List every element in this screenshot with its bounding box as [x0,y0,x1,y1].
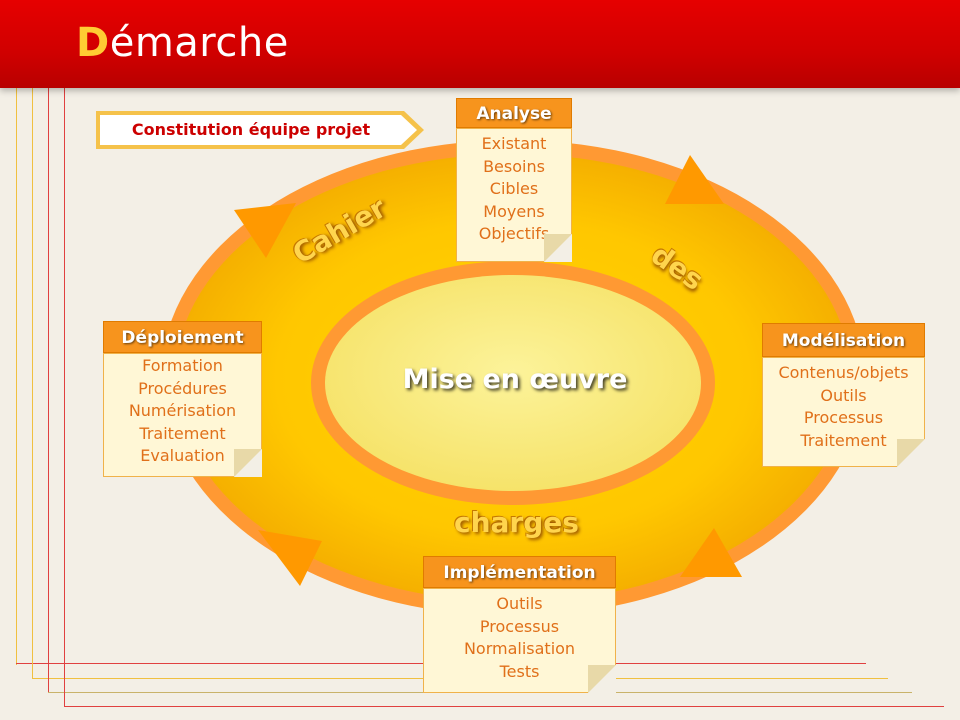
list-item: Outils [496,594,543,613]
page-fold-icon [588,665,616,693]
list-item: Traitement [139,423,226,443]
cycle-arrow-top-left-icon [234,203,296,258]
list-item: Procédures [138,378,227,398]
list-item: Moyens [483,201,545,221]
page-fold-icon [234,449,262,477]
analyse-box-body: Existant Besoins Cibles Moyens Objectifs [456,128,572,262]
title-first-letter: D [76,20,110,66]
banner-arrow-shape [96,111,424,149]
cycle-arrow-bottom-left-icon [258,530,322,586]
modelisation-box-body: Contenus/objets Outils Processus Traitem… [762,357,925,467]
implementation-box-body: Outils Processus Normalisation Tests [423,588,616,693]
cycle-arrow-bottom-right-icon [680,528,742,577]
list-item: Existant [481,134,547,153]
deploiement-box-header: Déploiement [103,321,262,353]
team-banner: Constitution équipe projet [96,111,424,149]
list-item: Processus [479,616,560,636]
analyse-box-header: Analyse [456,98,572,128]
list-item: Numérisation [128,401,237,420]
ring-word-charges: charges [454,506,579,539]
list-item: Contenus/objets [778,363,909,382]
list-item: Traitement [800,430,887,450]
list-item: Besoins [483,156,545,176]
list-item: Tests [499,661,540,681]
team-banner-label: Constitution équipe projet [131,120,371,139]
deploiement-box-body: Formation Procédures Numérisation Traite… [103,353,262,477]
list-item: Cibles [489,179,539,198]
list-item: Formation [142,356,223,375]
list-item: Outils [820,385,867,405]
list-item: Normalisation [463,639,576,658]
title-rest: émarche [109,20,289,66]
list-item: Objectifs [478,224,550,243]
page-fold-icon [544,234,572,262]
list-item: Processus [803,408,884,427]
modelisation-box-header: Modélisation [762,323,925,357]
list-item: Evaluation [140,446,225,465]
title-bar: Démarche [0,0,960,88]
center-label: Mise en œuvre [402,364,628,395]
cycle-arrow-top-right-icon [665,155,724,204]
page-fold-icon [897,439,925,467]
implementation-box-header: Implémentation [423,556,616,588]
inner-ellipse [325,275,701,491]
page-title: Démarche [76,20,289,66]
